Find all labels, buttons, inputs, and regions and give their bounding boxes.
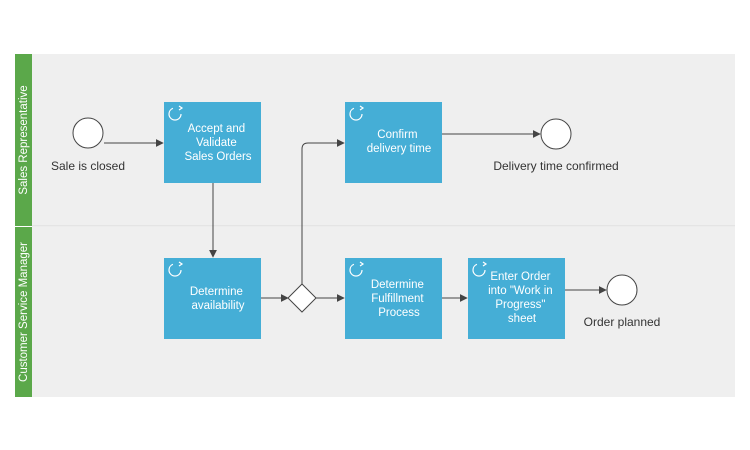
task-label: Determine Fulfillment Process — [371, 279, 427, 319]
end-event-label: Order planned — [584, 315, 661, 329]
task-determine-fulfillment[interactable]: Determine Fulfillment Process — [345, 258, 442, 339]
flow-gateway-to-confirm — [301, 139, 345, 284]
end-event-circle — [606, 274, 638, 306]
task-enter-order[interactable]: Enter Order into "Work in Progress" shee… — [468, 258, 565, 339]
lane-header — [15, 227, 32, 397]
task-box — [164, 102, 261, 183]
loop-icon — [168, 261, 184, 277]
task-confirm-delivery[interactable]: Confirm delivery time — [345, 102, 442, 183]
task-accept-validate[interactable]: Accept and Validate Sales Orders — [164, 102, 261, 183]
lane-header — [15, 54, 32, 226]
start-event[interactable]: Sale is closed — [51, 117, 125, 173]
task-determine-availability[interactable]: Determine availability — [164, 258, 261, 339]
loop-icon — [349, 261, 365, 277]
end-event-delivery-confirmed[interactable]: Delivery time confirmed — [493, 118, 619, 173]
start-event-circle — [72, 117, 104, 149]
task-label: Accept and Validate Sales Orders — [184, 123, 251, 163]
task-box — [164, 258, 261, 339]
task-box — [345, 258, 442, 339]
diamond-gateway — [287, 283, 317, 313]
gateway[interactable] — [287, 283, 317, 313]
end-event-order-planned[interactable]: Order planned — [584, 274, 661, 329]
task-box — [345, 102, 442, 183]
loop-icon — [168, 105, 184, 121]
task-label: Confirm delivery time — [367, 129, 432, 155]
loop-icon — [349, 105, 365, 121]
loop-icon — [472, 261, 488, 277]
task-label: Enter Order into "Work in Progress" shee… — [488, 271, 556, 325]
sequence-flows — [104, 130, 607, 302]
task-box — [468, 258, 565, 339]
lane-label: Customer Service Manager — [18, 242, 30, 382]
task-label: Determine availability — [190, 286, 246, 312]
lane-label: Sales Representative — [18, 85, 30, 194]
end-event-circle — [540, 118, 572, 150]
start-event-label: Sale is closed — [51, 159, 125, 173]
end-event-label: Delivery time confirmed — [493, 159, 618, 173]
